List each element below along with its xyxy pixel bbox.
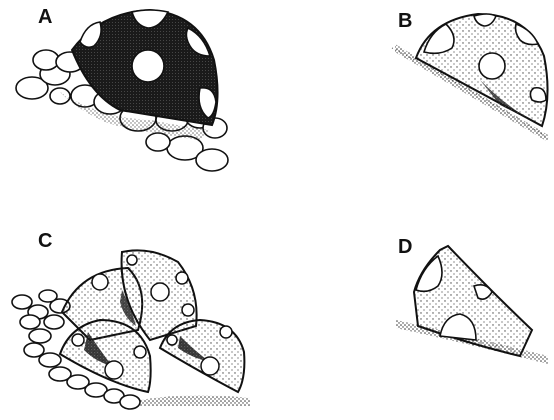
panel-c-drawing [12,250,250,409]
panel-label-b: B [398,10,412,33]
panel-b-drawing [392,14,548,142]
panel-d-drawing [396,246,548,364]
panel-label-d: D [398,236,412,259]
panel-label-c: C [38,230,52,253]
panel-a-drawing [16,10,228,171]
panel-label-a: A [38,6,52,29]
